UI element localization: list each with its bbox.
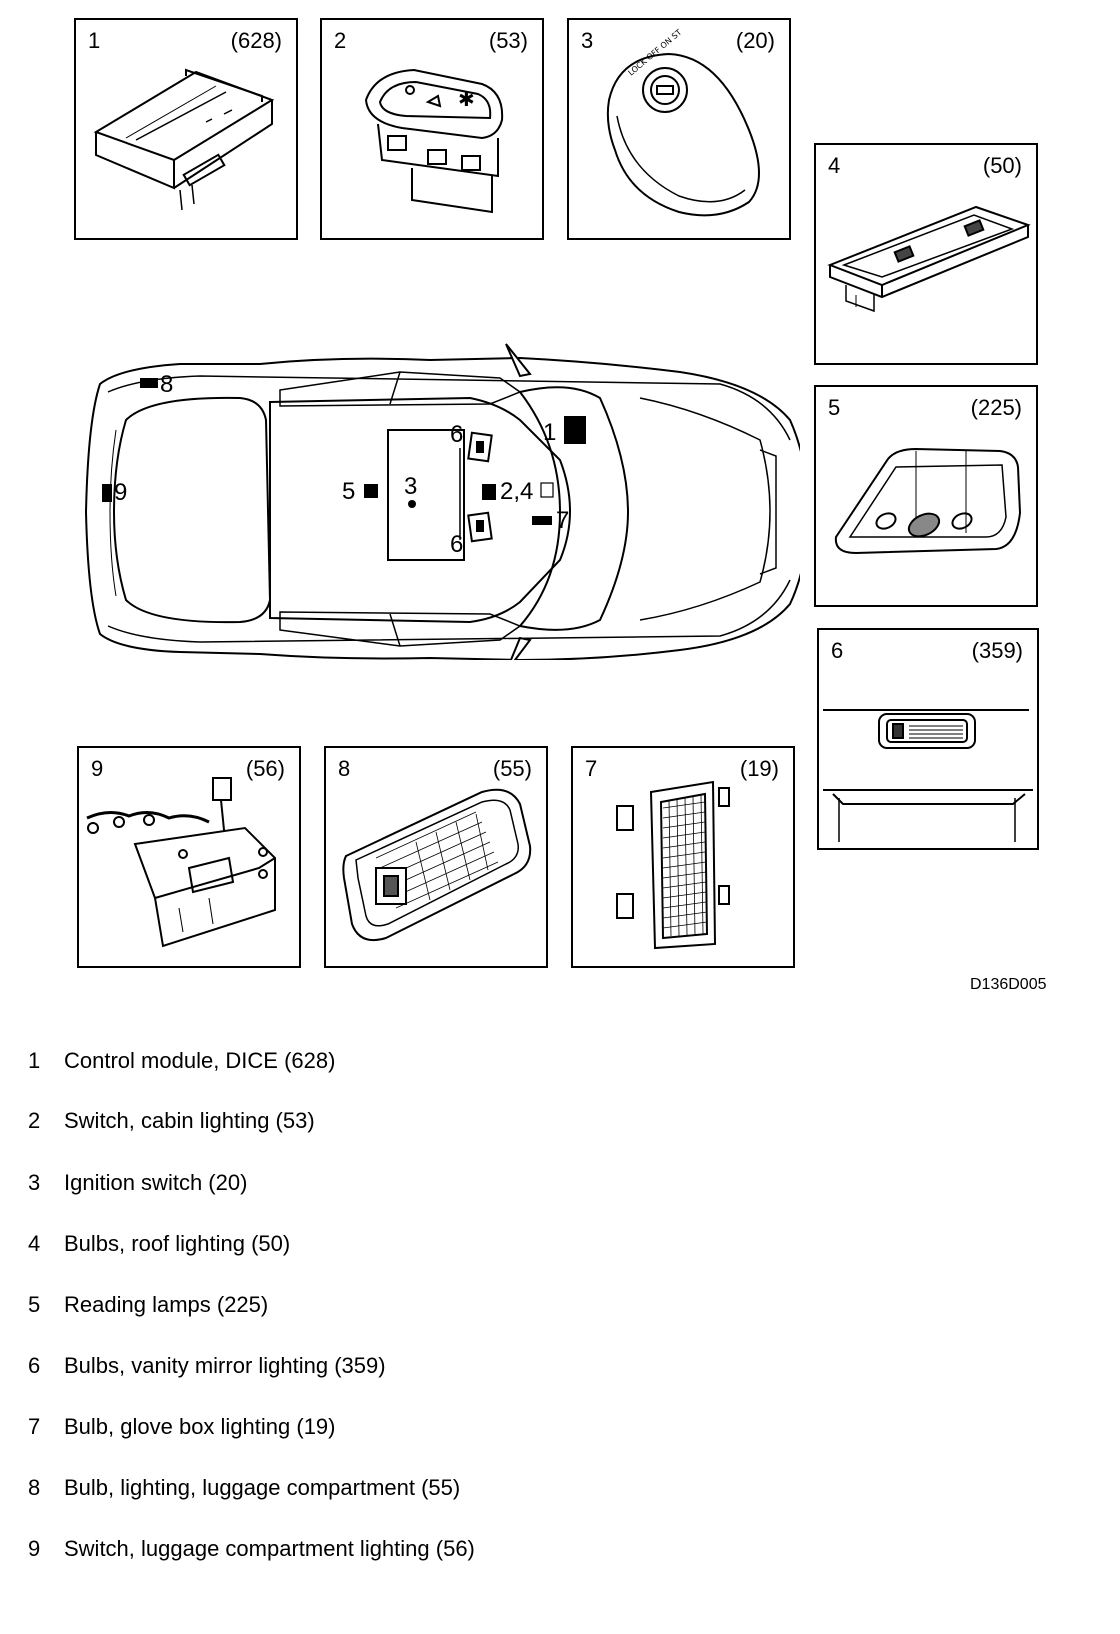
callout-8: 8 xyxy=(160,371,173,398)
rear-window xyxy=(112,396,272,624)
legend-number: 9 xyxy=(28,1536,41,1561)
legend-text: Bulbs, vanity mirror lighting (359) xyxy=(64,1353,386,1378)
callout-5: 5 xyxy=(342,478,355,505)
panel-number: 9 xyxy=(91,756,104,781)
roof-lighting-bulbs-icon xyxy=(827,205,1031,313)
panel-count: (53) xyxy=(488,28,528,53)
panel-number: 5 xyxy=(828,395,841,420)
callout-3: 3 xyxy=(404,473,417,500)
panel-3: 3 (20) LOCK OFF ON ST xyxy=(567,18,791,240)
car-body-outline xyxy=(84,356,800,660)
legend-number: 8 xyxy=(28,1475,41,1500)
legend-item: 1 Control module, DICE (628) xyxy=(28,1048,335,1074)
legend-number: 3 xyxy=(28,1170,41,1195)
marker-2-4 xyxy=(482,484,496,500)
marker-3 xyxy=(408,500,416,508)
panel-count: (20) xyxy=(735,28,775,53)
panel-8: 8 (55) xyxy=(324,746,548,968)
legend-item: 6 Bulbs, vanity mirror lighting (359) xyxy=(28,1353,386,1379)
legend-text: Switch, luggage compartment lighting (56… xyxy=(64,1536,475,1561)
legend-number: 1 xyxy=(28,1048,41,1073)
car-overview: 1 2,4 3 5 6 6 7 8 9 xyxy=(84,343,800,660)
panel-7: 7 (19) xyxy=(571,746,795,968)
marker-9 xyxy=(102,484,112,502)
legend-item: 3 Ignition switch (20) xyxy=(28,1170,247,1196)
panel-number: 4 xyxy=(828,153,841,178)
panel-count: (56) xyxy=(245,756,285,781)
legend-text: Bulb, lighting, luggage compartment (55) xyxy=(64,1475,461,1500)
legend-item: 9 Switch, luggage compartment lighting (5… xyxy=(28,1536,475,1562)
panel-count: (19) xyxy=(739,756,779,781)
callout-6-top: 6 xyxy=(450,421,463,448)
panel-number: 1 xyxy=(88,28,101,53)
luggage-compartment-switch-icon xyxy=(86,777,276,948)
callout-2-4: 2,4 xyxy=(500,478,533,505)
marker-7 xyxy=(532,516,552,525)
panel-count: (50) xyxy=(982,153,1022,178)
legend-text: Ignition switch (20) xyxy=(64,1170,248,1195)
marker-8 xyxy=(140,378,158,388)
callout-9: 9 xyxy=(114,479,127,506)
panel-5: 5 (225) xyxy=(814,385,1038,607)
figure-reference: D136D005 xyxy=(970,976,1047,993)
legend-text: Switch, cabin lighting (53) xyxy=(64,1108,315,1133)
panel-count: (628) xyxy=(230,28,282,53)
legend-text: Bulb, glove box lighting (19) xyxy=(64,1414,336,1439)
sunroof xyxy=(387,429,465,561)
panel-number: 3 xyxy=(581,28,594,53)
panel-4: 4 (50) xyxy=(814,143,1038,365)
panel-1: 1 (628) xyxy=(74,18,298,240)
reading-lamps-icon xyxy=(834,447,1022,555)
panel-count: (359) xyxy=(971,638,1023,663)
legend-number: 7 xyxy=(28,1414,41,1439)
marker-4-open xyxy=(540,482,554,498)
legend-item: 5 Reading lamps (225) xyxy=(28,1292,268,1318)
windscreen xyxy=(518,386,630,631)
panel-9: 9 (56) xyxy=(77,746,301,968)
legend-number: 2 xyxy=(28,1108,41,1133)
panel-count: (225) xyxy=(970,395,1022,420)
control-module-icon xyxy=(93,68,275,211)
svg-text:✱: ✱ xyxy=(458,87,475,111)
panel-number: 6 xyxy=(831,638,844,663)
callout-6-bottom: 6 xyxy=(450,531,463,558)
marker-5 xyxy=(364,484,378,498)
ignition-switch-icon: LOCK OFF ON ST xyxy=(606,28,760,217)
panel-number: 7 xyxy=(585,756,598,781)
marker-1 xyxy=(564,416,586,444)
legend-number: 6 xyxy=(28,1353,41,1378)
callout-7: 7 xyxy=(556,507,569,534)
legend-text: Reading lamps (225) xyxy=(64,1292,269,1317)
panel-6: 6 (359) xyxy=(817,628,1039,850)
callout-1: 1 xyxy=(543,419,556,446)
panel-number: 2 xyxy=(334,28,347,53)
vanity-mirror-lighting-icon xyxy=(823,709,1033,842)
legend-number: 5 xyxy=(28,1292,41,1317)
luggage-compartment-bulb-icon xyxy=(342,788,532,942)
legend-text: Bulbs, roof lighting (50) xyxy=(64,1231,291,1256)
legend-item: 7 Bulb, glove box lighting (19) xyxy=(28,1414,336,1440)
legend-text: Control module, DICE (628) xyxy=(64,1048,336,1073)
panel-count: (55) xyxy=(492,756,532,781)
panel-2: 2 (53) ✱ xyxy=(320,18,544,240)
legend-item: 8 Bulb, lighting, luggage compartment (55… xyxy=(28,1475,460,1501)
panel-number: 8 xyxy=(338,756,351,781)
legend-number: 4 xyxy=(28,1231,41,1256)
legend-item: 2 Switch, cabin lighting (53) xyxy=(28,1108,315,1134)
roof xyxy=(269,396,571,624)
glove-box-lighting-icon xyxy=(616,780,730,950)
cabin-lighting-switch-icon: ✱ xyxy=(364,68,504,214)
legend-item: 4 Bulbs, roof lighting (50) xyxy=(28,1231,290,1257)
